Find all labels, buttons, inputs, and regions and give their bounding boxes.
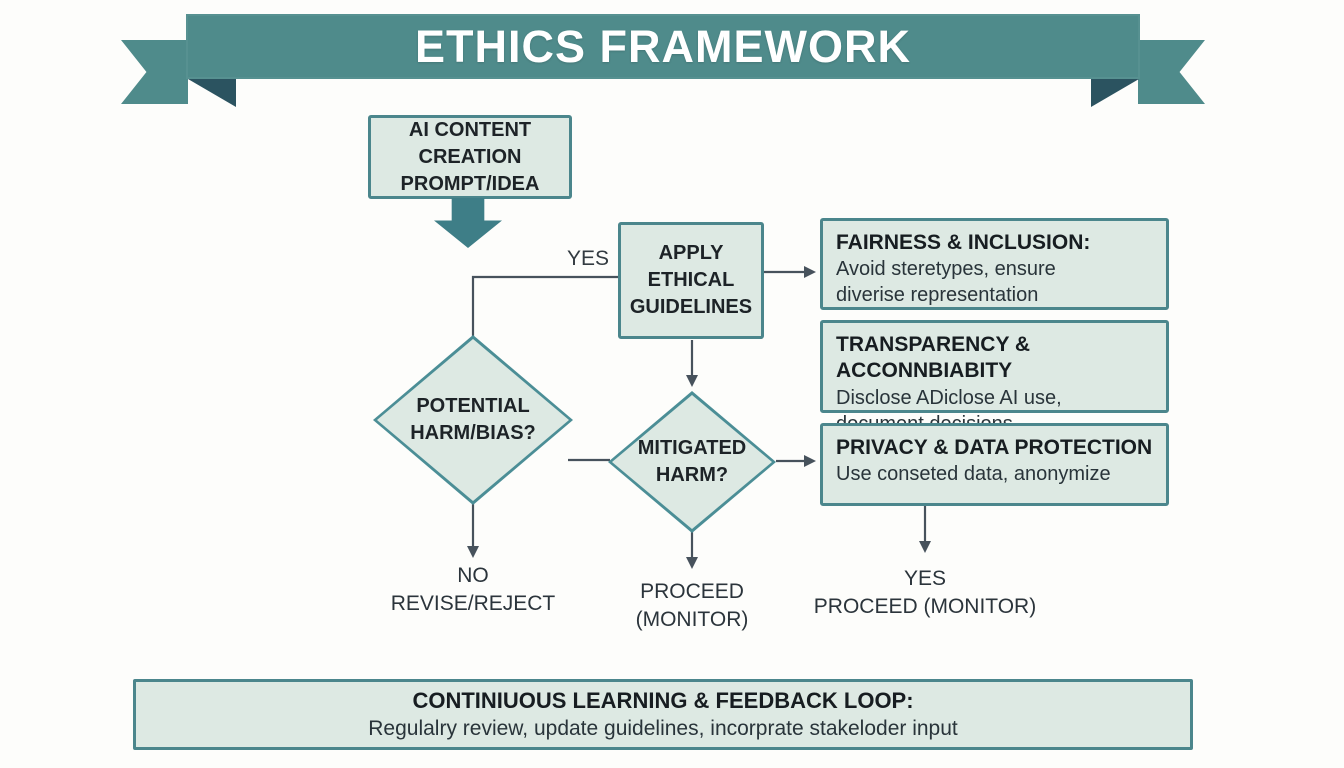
arrowhead-down-yesproceed-icon [919, 541, 931, 553]
outcome-no-line2: REVISE/REJECT [390, 592, 556, 616]
outcome-proceed-line1: PROCEED [640, 580, 744, 603]
principle-box-fairness: FAIRNESS & INCLUSION: Avoid steretypes, … [820, 218, 1169, 310]
edge-label-yes: YES [566, 247, 610, 270]
privacy-body-line1: Use conseted data, anonymize [836, 463, 1111, 486]
arrowhead-right-fairness-icon [804, 266, 816, 278]
arrowhead-right-privacy-icon [804, 455, 816, 467]
transparency-title: TRANSPARENCY & ACCONNBIABITY [836, 333, 1031, 383]
start-node-prompt-idea: AI CONTENT CREATION PROMPT/IDEA [368, 115, 572, 199]
decision1-line1: POTENTIAL [416, 395, 530, 417]
decision1-line2: HARM/BIAS? [410, 422, 536, 444]
apply-box-line1: APPLY [658, 242, 724, 264]
arrowhead-down-no-icon [467, 546, 479, 558]
banner-ribbon: ETHICS FRAMEWORK [186, 14, 1140, 79]
outcome-proceed-monitor: PROCEED (MONITOR) [602, 578, 782, 635]
start-node-line1: AI CONTENT CREATION [408, 118, 532, 168]
outcome-no-revise-reject: NO REVISE/REJECT [358, 562, 588, 619]
footer-feedback-loop-bar: CONTINIUOUS LEARNING & FEEDBACK LOOP: Re… [133, 679, 1193, 750]
outcome-no-line1: NO [457, 564, 489, 587]
transparency-body-line1: Disclose ADiclose AI use, [836, 386, 1062, 409]
apply-box-line2: ETHICAL [647, 269, 735, 291]
arrowhead-down-decision2-icon [686, 375, 698, 387]
outcome-yes-proceed-monitor: YES PROCEED (MONITOR) [798, 565, 1052, 622]
fairness-body-line1: Avoid steretypes, ensure [836, 258, 1056, 281]
apply-box-line3: GUIDELINES [629, 296, 753, 318]
outcome-yesproceed-line1: YES [903, 567, 947, 590]
principle-box-privacy: PRIVACY & DATA PROTECTION Use conseted d… [820, 423, 1169, 506]
decision2-line1: MITIGATED [637, 437, 747, 459]
outcome-yesproceed-line2: PROCEED (MONITOR) [813, 595, 1037, 619]
decision2-line2: HARM? [655, 464, 729, 486]
apply-ethical-guidelines-node: APPLY ETHICAL GUIDELINES [618, 222, 764, 339]
fairness-title: FAIRNESS & INCLUSION: [836, 231, 1091, 254]
outcome-proceed-line2: (MONITOR) [635, 608, 749, 632]
page-title: ETHICS FRAMEWORK [415, 20, 911, 72]
fairness-body-line2: diverise representation [836, 284, 1039, 307]
footer-title: CONTINIUOUS LEARNING & FEEDBACK LOOP: [412, 687, 914, 713]
start-node-line2: PROMPT/IDEA [400, 172, 540, 195]
privacy-title: PRIVACY & DATA PROTECTION [836, 436, 1153, 459]
footer-body: Regulalry review, update guidelines, inc… [368, 717, 958, 741]
connector-decision1-yes-elbow [471, 275, 621, 340]
arrowhead-down-proceed-icon [686, 557, 698, 569]
principle-box-transparency: TRANSPARENCY & ACCONNBIABITY Disclose AD… [820, 320, 1169, 435]
